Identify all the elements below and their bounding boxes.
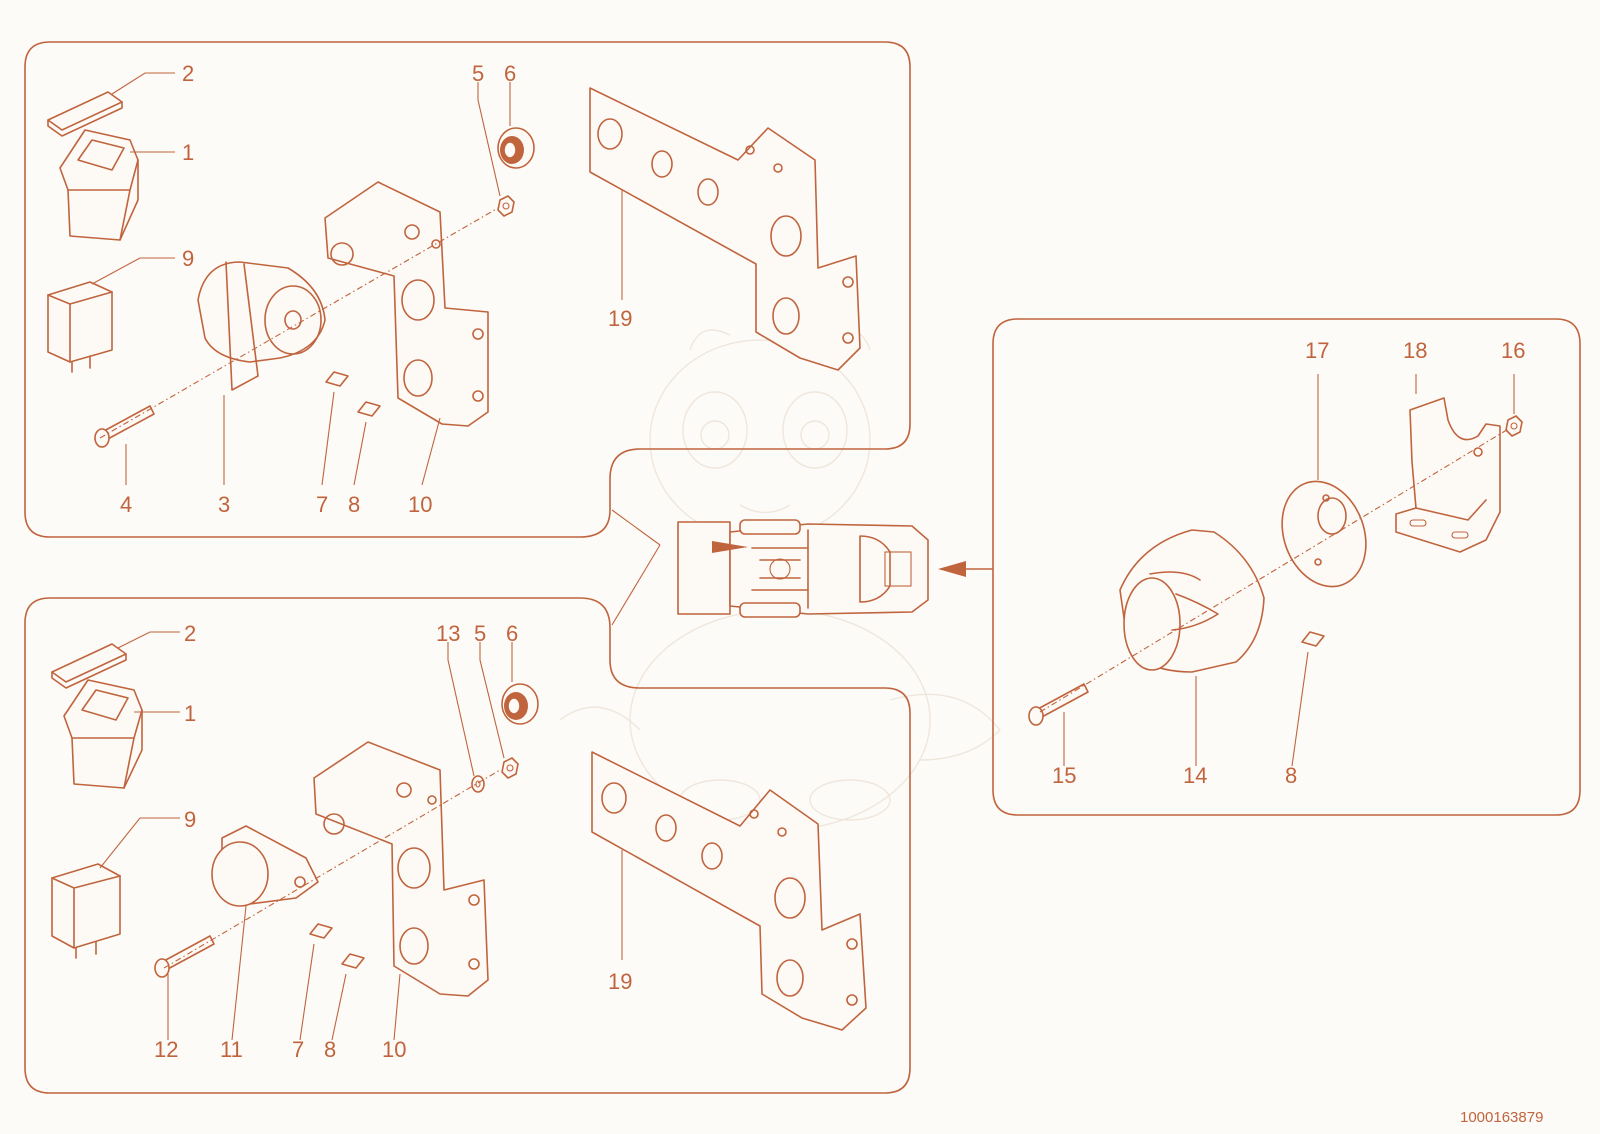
vehicle-top-view-icon	[677, 519, 929, 618]
arrow-left-icon	[938, 561, 966, 577]
leader-bottom-7	[299, 943, 315, 1041]
rocker-switch-icon	[59, 129, 139, 241]
label-top-6: 6	[504, 61, 516, 86]
label-bottom-1: 1	[184, 701, 196, 726]
connector-line-bottom	[611, 544, 661, 626]
label-bottom-11: 11	[220, 1037, 243, 1062]
nut-icon	[501, 757, 519, 779]
switch-cover-icon	[47, 91, 123, 137]
leader-bottom-5	[479, 642, 505, 759]
label-right-18: 18	[1403, 338, 1427, 363]
label-top-2: 2	[182, 61, 194, 86]
leader-bottom-9	[99, 817, 180, 869]
label-bottom-10: 10	[382, 1037, 406, 1062]
washer-icon	[471, 775, 485, 793]
label-top-7: 7	[316, 492, 328, 517]
seal-ring-icon	[497, 127, 535, 169]
leader-bottom-13	[447, 642, 475, 777]
socket-icon	[197, 261, 326, 391]
axis-top	[99, 207, 499, 439]
label-bottom-2: 2	[184, 621, 196, 646]
label-top-4: 4	[120, 492, 132, 517]
label-right-16: 16	[1501, 338, 1525, 363]
label-bottom-9: 9	[184, 807, 196, 832]
label-bottom-12: 12	[154, 1037, 178, 1062]
label-top-9: 9	[182, 246, 194, 271]
seal-ring-icon	[501, 683, 539, 725]
arrow-right-icon	[712, 541, 748, 553]
relay-icon	[51, 863, 121, 959]
connector-line-top	[611, 509, 661, 546]
bracket-large-icon	[591, 751, 867, 1031]
leader-bottom-8	[331, 973, 347, 1041]
nut-icon	[1505, 415, 1523, 437]
screw-icon	[94, 405, 155, 448]
label-top-19: 19	[608, 306, 632, 331]
label-top-3: 3	[218, 492, 230, 517]
leader-top-8	[353, 421, 367, 486]
leader-top-7	[321, 391, 335, 486]
bracket-icon	[324, 181, 489, 427]
leader-bottom-10	[393, 973, 401, 1041]
label-top-5: 5	[472, 61, 484, 86]
label-right-15: 15	[1052, 763, 1076, 788]
leader-top-9	[91, 257, 175, 285]
nut-icon	[497, 195, 515, 217]
leader-top-5	[477, 82, 501, 197]
switch-cover-icon	[51, 643, 127, 689]
relay-icon	[47, 281, 113, 373]
label-right-14: 14	[1183, 763, 1207, 788]
label-bottom-6: 6	[506, 621, 518, 646]
label-bottom-19: 19	[608, 969, 632, 994]
leader-bottom-2	[117, 631, 180, 649]
bracket-icon	[313, 741, 489, 997]
sleeve-icon	[1301, 631, 1325, 647]
label-right-8: 8	[1285, 763, 1297, 788]
gasket-icon	[1281, 480, 1367, 588]
panel-top-left-border	[24, 41, 911, 538]
panel-bottom-left-border	[24, 597, 911, 1094]
bracket-icon	[1395, 397, 1501, 553]
leader-top-10	[421, 417, 441, 486]
panel-right-border	[992, 318, 1581, 816]
label-top-10: 10	[408, 492, 432, 517]
label-right-17: 17	[1305, 338, 1329, 363]
sleeve-icon	[325, 371, 381, 417]
bracket-large-icon	[589, 87, 861, 371]
label-bottom-7: 7	[292, 1037, 304, 1062]
label-top-1: 1	[182, 140, 194, 165]
label-bottom-5: 5	[474, 621, 486, 646]
document-number: 1000163879	[1460, 1109, 1543, 1126]
axis-bottom	[163, 769, 501, 969]
axis-right	[1039, 427, 1511, 713]
label-top-8: 8	[348, 492, 360, 517]
rocker-switch-icon	[63, 679, 143, 789]
leader-bottom-11	[231, 905, 247, 1041]
leader-top-2	[111, 72, 175, 95]
sleeve-icon	[309, 923, 365, 969]
label-bottom-8: 8	[324, 1037, 336, 1062]
label-bottom-13: 13	[436, 621, 460, 646]
socket-icon	[211, 825, 319, 907]
socket-icon	[1119, 529, 1265, 673]
screw-icon	[1028, 683, 1089, 726]
leader-right-8	[1291, 651, 1309, 767]
